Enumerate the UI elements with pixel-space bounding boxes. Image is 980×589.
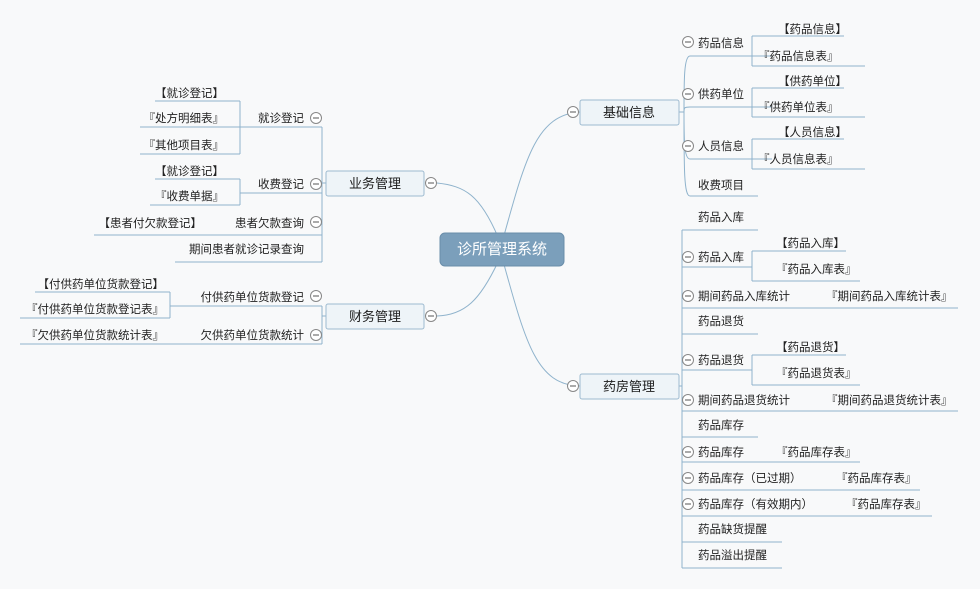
node-return-form[interactable]: 【药品退货】 <box>776 340 845 354</box>
node-inventory-valid-table[interactable]: 『药品库存表』 <box>846 497 927 511</box>
node-return-table[interactable]: 『药品退货表』 <box>776 366 857 380</box>
node-staff-table[interactable]: 『人员信息表』 <box>758 152 839 166</box>
node-supplier-owed-stats[interactable]: 欠供药单位货款统计 <box>201 328 305 342</box>
collapse-toggle[interactable] <box>682 290 694 302</box>
node-fee-items[interactable]: 收费项目 <box>698 178 744 192</box>
collapse-toggle[interactable] <box>682 88 694 100</box>
node-stock-in[interactable]: 药品入库 <box>698 250 744 264</box>
node-inventory[interactable]: 药品库存 <box>698 418 744 432</box>
node-staff-form[interactable]: 【人员信息】 <box>778 125 847 139</box>
collapse-toggle[interactable] <box>682 472 694 484</box>
root-node[interactable]: 诊所管理系统 <box>439 232 565 267</box>
collapse-toggle[interactable] <box>682 251 694 263</box>
topic-business[interactable]: 业务管理 <box>325 170 425 197</box>
node-stock-in[interactable]: 药品入库 <box>698 210 744 224</box>
node-overflow-alert[interactable]: 药品溢出提醒 <box>698 548 767 562</box>
node-receipt-table[interactable]: 『收费单据』 <box>155 189 224 203</box>
topic-label: 基础信息 <box>603 105 655 121</box>
node-drug-info-table[interactable]: 『药品信息表』 <box>758 49 839 63</box>
node-stock-in-table[interactable]: 『药品入库表』 <box>776 262 857 276</box>
node-inventory-valid[interactable]: 药品库存（有效期内） <box>698 497 813 511</box>
node-supplier-payment[interactable]: 付供药单位货款登记 <box>201 290 305 304</box>
node-stock-in-stats[interactable]: 期间药品入库统计 <box>698 289 790 303</box>
node-inventory[interactable]: 药品库存 <box>698 445 744 459</box>
node-other-items-table[interactable]: 『其他项目表』 <box>144 138 225 152</box>
business-nodes: 就诊登记 【就诊登记】 『处方明细表』 『其他项目表』 收费登记 【就诊登记】 … <box>99 86 305 256</box>
node-prescription-table[interactable]: 『处方明细表』 <box>144 111 225 125</box>
connector-lines <box>20 35 958 569</box>
collapse-toggle[interactable] <box>310 216 322 228</box>
node-arrears-query[interactable]: 患者欠款查询 <box>235 216 304 230</box>
collapse-toggle[interactable] <box>310 112 322 124</box>
node-return[interactable]: 药品退货 <box>698 314 744 328</box>
collapse-toggle[interactable] <box>682 36 694 48</box>
node-supplier-owed-table[interactable]: 『欠供药单位货款统计表』 <box>26 328 164 342</box>
topic-label: 业务管理 <box>349 176 401 192</box>
topic-label: 药房管理 <box>603 379 655 395</box>
node-drug-info[interactable]: 药品信息 <box>698 36 744 50</box>
node-stock-in-form[interactable]: 【药品入库】 <box>776 236 845 250</box>
collapse-toggle[interactable] <box>682 140 694 152</box>
collapse-toggle[interactable] <box>682 446 694 458</box>
collapse-toggle[interactable] <box>425 310 437 322</box>
node-supplier[interactable]: 供药单位 <box>698 87 744 101</box>
collapse-toggle[interactable] <box>425 177 437 189</box>
basic-info-nodes: 药品信息 【药品信息】 『药品信息表』 供药单位 【供药单位】 『供药单位表』 … <box>698 22 847 192</box>
topic-finance[interactable]: 财务管理 <box>325 303 425 330</box>
node-return-stats-table[interactable]: 『期间药品退货统计表』 <box>826 393 953 407</box>
topic-basic-info[interactable]: 基础信息 <box>579 99 680 126</box>
collapse-toggle[interactable] <box>310 329 322 341</box>
node-visit-registration[interactable]: 就诊登记 <box>258 111 304 125</box>
node-supplier-form[interactable]: 【供药单位】 <box>778 74 847 88</box>
node-supplier-table[interactable]: 『供药单位表』 <box>758 100 839 114</box>
node-shortage-alert[interactable]: 药品缺货提醒 <box>698 522 767 536</box>
collapse-toggles <box>310 36 694 510</box>
collapse-toggle[interactable] <box>310 290 322 302</box>
node-staff[interactable]: 人员信息 <box>698 139 744 153</box>
collapse-toggle[interactable] <box>682 394 694 406</box>
collapse-toggle[interactable] <box>567 106 579 118</box>
node-drug-info-form[interactable]: 【药品信息】 <box>778 22 847 36</box>
node-supplier-payment-table[interactable]: 『付供药单位货款登记表』 <box>26 302 164 316</box>
node-stock-in-stats-table[interactable]: 『期间药品入库统计表』 <box>826 289 953 303</box>
collapse-toggle[interactable] <box>310 178 322 190</box>
node-arrears-payment-form[interactable]: 【患者付欠款登记】 <box>99 216 203 230</box>
node-inventory-expired[interactable]: 药品库存（已过期） <box>698 471 802 485</box>
node-return[interactable]: 药品退货 <box>698 353 744 367</box>
node-inventory-expired-table[interactable]: 『药品库存表』 <box>836 471 917 485</box>
pharmacy-nodes: 药品入库 药品入库 【药品入库】 『药品入库表』 期间药品入库统计 『期间药品入… <box>698 210 953 562</box>
node-visit-form[interactable]: 【就诊登记】 <box>155 86 224 100</box>
topic-label: 财务管理 <box>349 309 401 325</box>
node-return-stats[interactable]: 期间药品退货统计 <box>698 393 790 407</box>
collapse-toggle[interactable] <box>567 380 579 392</box>
collapse-toggle[interactable] <box>682 498 694 510</box>
node-visit-history-query[interactable]: 期间患者就诊记录查询 <box>189 242 304 256</box>
root-label: 诊所管理系统 <box>457 240 547 258</box>
node-charge-registration[interactable]: 收费登记 <box>258 177 304 191</box>
topic-pharmacy[interactable]: 药房管理 <box>579 373 680 400</box>
node-supplier-payment-form[interactable]: 【付供药单位货款登记】 <box>38 277 165 291</box>
node-charge-visit-form[interactable]: 【就诊登记】 <box>155 164 224 178</box>
finance-nodes: 付供药单位货款登记 【付供药单位货款登记】 『付供药单位货款登记表』 欠供药单位… <box>26 277 304 342</box>
node-inventory-table[interactable]: 『药品库存表』 <box>776 445 857 459</box>
collapse-toggle[interactable] <box>682 354 694 366</box>
